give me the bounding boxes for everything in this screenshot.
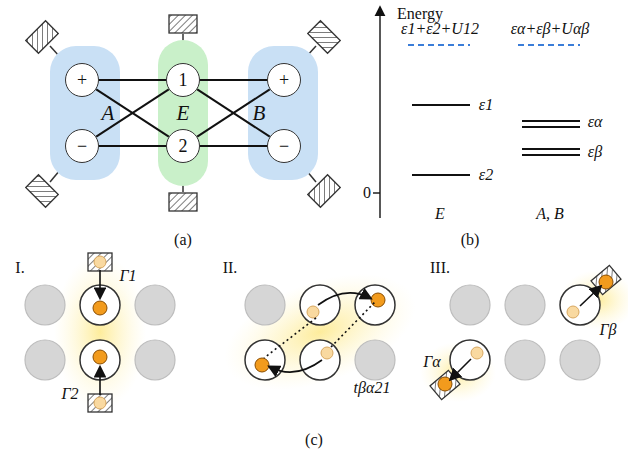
- text-label: Γ1: [119, 267, 136, 285]
- tunnel-coupling: [99, 79, 166, 81]
- quantum-dot: −: [267, 129, 301, 163]
- text-label: ε1+ε2+U12: [401, 20, 479, 38]
- text-label: (a): [174, 231, 192, 249]
- quantum-dot: +: [267, 63, 301, 97]
- group-label: E: [177, 101, 190, 126]
- text-label: Γα: [423, 353, 441, 371]
- text-label: ε1: [479, 96, 493, 114]
- tunnel-coupling: [197, 89, 270, 136]
- text-label: 0: [363, 184, 371, 202]
- quantum-dot: −: [65, 129, 99, 163]
- text-label: (b): [461, 231, 480, 249]
- group-label: A: [102, 101, 115, 126]
- tunnel-coupling: [200, 79, 267, 81]
- text-label: εα+εβ+Uαβ: [511, 20, 590, 38]
- tunnel-coupling: [197, 89, 270, 136]
- dot-label: −: [77, 136, 87, 157]
- text-label: ε2: [479, 166, 493, 184]
- tunnel-coupling: [96, 89, 169, 136]
- dot-label: 2: [179, 136, 188, 157]
- text-label: εβ: [588, 143, 602, 161]
- text-label: εα: [588, 113, 603, 131]
- text-label: Γ2: [61, 385, 78, 403]
- dot-group-band: E 1 2: [158, 40, 208, 186]
- dot-group-band: B + −: [248, 46, 318, 180]
- text-label: A, B: [536, 205, 564, 223]
- text-label: III.: [430, 259, 450, 277]
- dot-label: +: [279, 70, 289, 91]
- dot-label: 1: [179, 70, 188, 91]
- quantum-dot: 1: [166, 63, 200, 97]
- text-label: II.: [223, 259, 238, 277]
- dot-label: −: [279, 136, 289, 157]
- text-label: E: [435, 205, 445, 223]
- text-label: tβα21: [354, 379, 391, 397]
- tunnel-coupling: [99, 145, 166, 147]
- dot-group-band: A + −: [50, 46, 120, 180]
- tunnel-coupling: [200, 145, 267, 147]
- tunnel-coupling: [96, 89, 169, 136]
- text-label: (c): [305, 431, 323, 449]
- text-label: I.: [15, 259, 24, 277]
- quantum-dot: 2: [166, 129, 200, 163]
- text-label: Γβ: [599, 321, 616, 339]
- quantum-dot: +: [65, 63, 99, 97]
- dot-label: +: [77, 70, 87, 91]
- group-label: B: [253, 101, 266, 126]
